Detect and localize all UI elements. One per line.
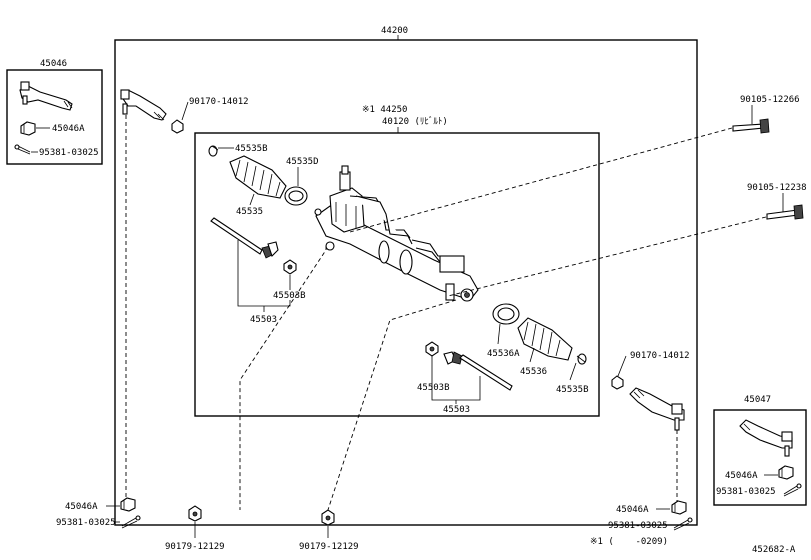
nut-90170-left-icon xyxy=(171,119,184,134)
label-45535B-right: 45535B xyxy=(556,385,589,395)
box-frame-45046 xyxy=(6,69,103,165)
label-45535: 45535 xyxy=(236,207,263,217)
label-90179-b: 90179-12129 xyxy=(299,542,359,552)
label-45536A: 45536A xyxy=(487,349,520,359)
label-45536: 45536 xyxy=(520,367,547,377)
bolt-90105-12238-icon xyxy=(766,204,804,220)
label-45503-right: 45503 xyxy=(443,405,470,415)
leader-45535 xyxy=(249,193,255,206)
cotter-pin-bottom-left-icon xyxy=(121,515,141,529)
leader-45535B-right xyxy=(569,362,577,381)
tie-rod-end-left-box-icon xyxy=(19,81,73,111)
box-frame-45047 xyxy=(713,409,807,506)
star-note: ※1 ( -0209) xyxy=(590,537,668,547)
steering-rack-housing-icon xyxy=(314,165,479,302)
rebuilt-frame-40120 xyxy=(194,132,600,417)
castle-nut-right-box-icon xyxy=(778,465,794,480)
castle-nut-bottom-left-icon xyxy=(120,497,136,512)
label-90105-12266: 90105-12266 xyxy=(740,95,800,105)
castle-nut-left-box-icon xyxy=(20,121,36,136)
label-45047: 45047 xyxy=(744,395,771,405)
lock-washer-45503B-left-icon xyxy=(283,259,297,275)
label-45046A-box-left: 45046A xyxy=(52,124,85,134)
label-45503B-right: 45503B xyxy=(417,383,450,393)
rack-end-right-icon xyxy=(443,351,513,391)
label-44200: 44200 xyxy=(381,26,408,36)
label-45535D: 45535D xyxy=(286,157,319,167)
dash-rack-to-90179-b xyxy=(325,299,457,517)
dash-rack-to-90179-a xyxy=(239,246,327,510)
boot-45536-icon xyxy=(517,317,573,361)
label-90170-left: 90170-14012 xyxy=(189,97,249,107)
label-45503-left: 45503 xyxy=(250,315,277,325)
bolt-90105-12266-icon xyxy=(732,118,770,134)
clamp-45535B-right-icon xyxy=(576,353,587,365)
label-45535B-left: 45535B xyxy=(235,144,268,154)
label-45046A-bottom-left: 45046A xyxy=(65,502,98,512)
label-90170-right: 90170-14012 xyxy=(630,351,690,361)
label-95381-box-left: 95381-03025 xyxy=(39,148,99,158)
castle-nut-bottom-right-icon xyxy=(671,500,687,515)
tie-rod-end-left-icon xyxy=(120,89,167,121)
cotter-pin-left-box-icon xyxy=(14,144,31,155)
leader-90170-left xyxy=(181,101,189,121)
label-90179-a: 90179-12129 xyxy=(165,542,225,552)
tie-rod-end-right-icon xyxy=(629,387,685,431)
leader-45536 xyxy=(529,347,535,363)
figure-code: 452682-A xyxy=(752,545,796,555)
assembly-frame-44200 xyxy=(114,39,698,526)
boot-45536A-icon xyxy=(492,303,520,325)
label-44250: ※1 44250 xyxy=(362,105,407,115)
label-95381-bottom-right: 95381-03025 xyxy=(608,521,668,531)
label-90105-12238: 90105-12238 xyxy=(747,183,807,193)
cotter-pin-bottom-right-icon xyxy=(673,517,693,531)
label-95381-bottom-left: 95381-03025 xyxy=(56,518,116,528)
label-40120: 40120 (ﾘﾋﾞﾙﾄ) xyxy=(382,116,448,127)
dash-90105-12266 xyxy=(349,127,733,233)
label-45503B-left: 45503B xyxy=(273,291,306,301)
dash-90105-12238 xyxy=(447,216,767,297)
boot-45535D-icon xyxy=(284,186,308,206)
nut-90170-right-icon xyxy=(611,375,624,390)
rack-end-left-icon xyxy=(210,217,279,259)
tie-rod-end-right-box-icon xyxy=(739,419,793,457)
boot-45535-icon xyxy=(229,155,287,199)
label-95381-box-right: 95381-03025 xyxy=(716,487,776,497)
leader-90170-right xyxy=(617,355,627,377)
lock-washer-45503B-right-icon xyxy=(425,341,439,357)
label-45046A-bottom-right: 45046A xyxy=(616,505,649,515)
cotter-pin-right-box-icon xyxy=(783,483,802,497)
clamp-45535B-left-icon xyxy=(208,145,219,157)
nut-90179-a-icon xyxy=(188,505,202,522)
leader-45536A xyxy=(497,323,501,345)
label-45046A-box-right: 45046A xyxy=(725,471,758,481)
label-45046: 45046 xyxy=(40,59,67,69)
nut-90179-b-icon xyxy=(321,509,335,526)
